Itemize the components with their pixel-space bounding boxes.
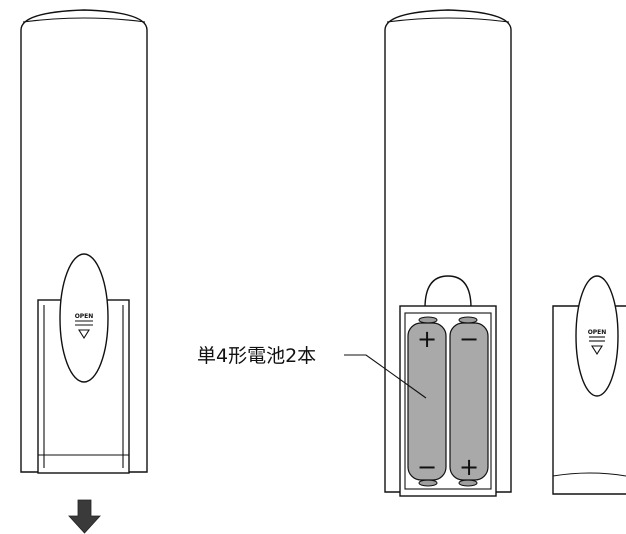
latch-nub xyxy=(424,275,472,309)
battery-2-plus: + xyxy=(459,453,479,481)
aaa-battery-1: + − xyxy=(407,322,447,481)
remote-left-top-line xyxy=(22,17,146,23)
open-triangle-icon xyxy=(78,329,90,340)
battery-label: 単4形電池2本 xyxy=(197,345,316,367)
battery-2-minus: − xyxy=(459,325,479,353)
aaa-battery-2: − + xyxy=(449,322,489,481)
battery-1-minus: − xyxy=(417,453,437,481)
battery-cover-removed: OPEN xyxy=(552,275,626,495)
removed-cover-triangle-icon xyxy=(591,345,603,356)
cover-latch-oval xyxy=(59,253,109,383)
slide-down-arrow-icon xyxy=(68,499,101,534)
battery-1-plus: + xyxy=(417,325,437,353)
battery-leader-line xyxy=(344,354,427,399)
remote-middle-top-line xyxy=(386,17,510,23)
remote-middle: + − − + xyxy=(384,9,512,497)
battery-cover-closed[interactable]: OPEN xyxy=(37,253,130,474)
removed-cover-open-mark: OPEN xyxy=(588,329,607,336)
open-mark-text: OPEN xyxy=(75,313,94,320)
remote-left: OPEN xyxy=(20,9,148,534)
removed-cover-latch-oval xyxy=(575,275,619,397)
